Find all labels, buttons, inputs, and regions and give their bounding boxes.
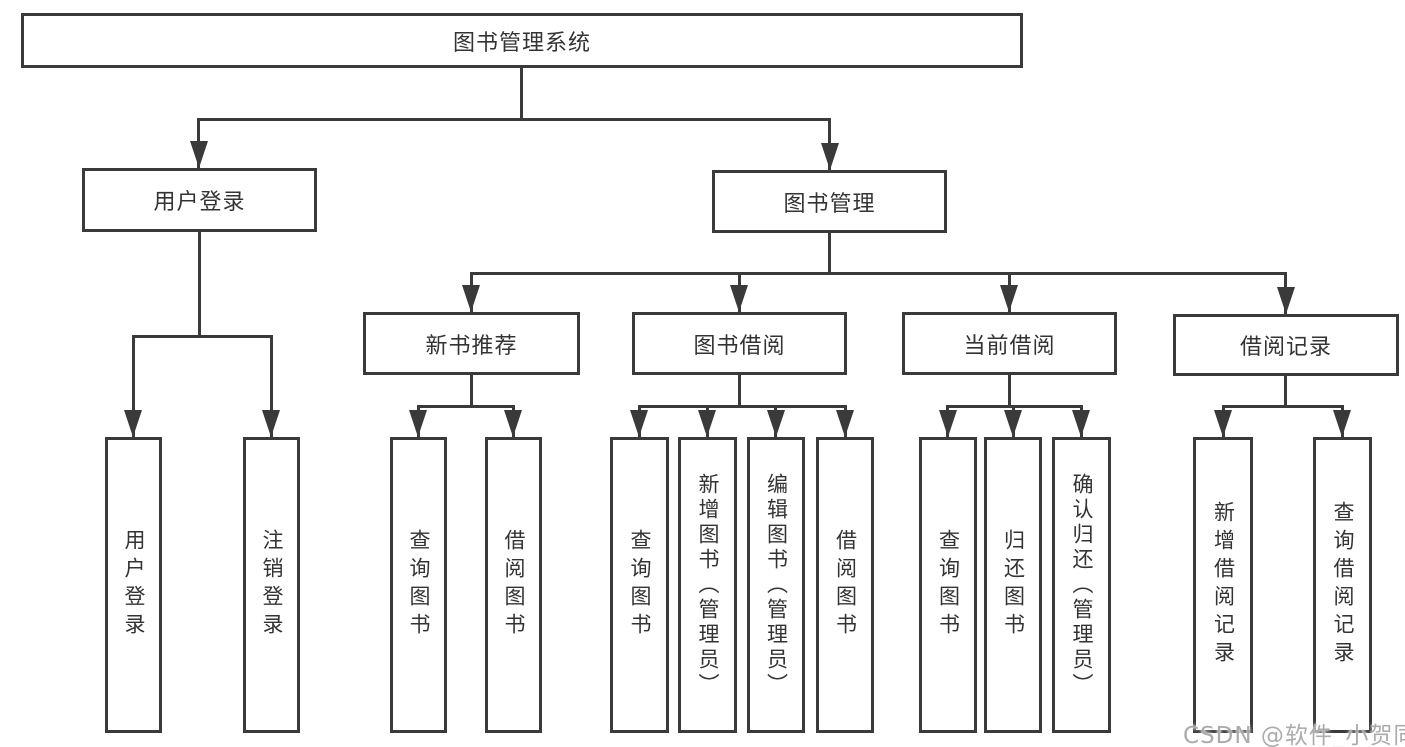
leaf-return-books: 归还图书 [984,437,1042,733]
leaf-add-books-admin-label: 新增图书（管理员） [696,472,720,698]
node-borrow-records-label: 借阅记录 [1239,335,1332,360]
arrowhead-new-book-recommend [462,285,480,312]
leaf-confirm-return-admin-label: 确认归还（管理员） [1070,472,1094,698]
connector-user-login-stub [198,232,201,335]
connector-user-login-bus [132,335,272,338]
arrowhead-leaf-borrow-query [630,410,648,437]
connector-records-stub [1284,376,1287,405]
node-borrow-records: 借阅记录 [1173,314,1399,376]
leaf-recommend-borrow-books-label: 借阅图书 [502,529,526,641]
leaf-query-borrow-record-label: 查询借阅记录 [1331,501,1355,669]
node-book-management-label: 图书管理 [783,191,876,217]
leaf-user-login-label: 用户登录 [122,529,146,641]
arrowhead-leaf-recommend-query [409,410,427,437]
leaf-recommend-query-books-label: 查询图书 [407,529,431,641]
connector-records-bus [1222,405,1344,408]
connector-book-management-stub [828,233,831,272]
arrowhead-leaf-borrow-borrow [836,410,854,437]
connector-recommend-stub [470,375,473,405]
node-user-login-label: 用户登录 [153,190,246,215]
connector-borrow-bus [638,405,845,408]
arrowhead-leaf-add-books [698,410,716,437]
arrowhead-leaf-add-record [1214,410,1232,437]
node-new-book-recommend: 新书推荐 [363,312,580,375]
arrowhead-current-borrow [1000,285,1018,312]
arrowhead-leaf-recommend-borrow [504,410,522,437]
arrowhead-leaf-current-query [939,410,957,437]
arrowhead-leaf-confirm-return [1072,410,1090,437]
csdn-watermark: CSDN @软件_小贺同学 [1183,723,1405,747]
connector-book-management-bus [470,272,1287,275]
leaf-logout-label: 注销登录 [260,529,284,641]
leaf-recommend-query-books: 查询图书 [390,437,447,733]
node-new-book-recommend-label: 新书推荐 [425,333,518,359]
leaf-user-login: 用户登录 [105,437,162,733]
leaf-query-borrow-record: 查询借阅记录 [1313,437,1372,733]
connector-root-bus [197,118,831,121]
node-current-borrow-label: 当前借阅 [963,333,1056,359]
arrowhead-leaf-user-login [124,410,142,437]
leaf-add-books-admin: 新增图书（管理员） [678,437,737,733]
leaf-borrow-borrow-books: 借阅图书 [816,437,874,733]
arrowhead-leaf-edit-books [767,410,785,437]
leaf-confirm-return-admin: 确认归还（管理员） [1052,437,1111,733]
leaf-add-borrow-record-label: 新增借阅记录 [1211,501,1236,669]
node-root-label: 图书管理系统 [452,30,591,56]
connector-to-leaf-logout [270,335,273,437]
connector-borrow-stub [738,375,741,405]
arrowhead-leaf-return-books [1004,410,1022,437]
connector-to-leaf-user-login [132,335,135,437]
arrowhead-book-management [821,143,839,170]
node-current-borrow: 当前借阅 [902,312,1117,375]
leaf-borrow-borrow-books-label: 借阅图书 [833,529,858,641]
arrowhead-book-borrow [730,285,748,312]
leaf-logout: 注销登录 [243,437,300,733]
arrowhead-borrow-records [1277,287,1295,314]
leaf-current-query-books-label: 查询图书 [936,529,961,641]
node-book-borrow: 图书借阅 [632,312,847,375]
arrowhead-leaf-query-record [1333,410,1351,437]
arrowhead-user-login [190,141,208,168]
leaf-add-borrow-record: 新增借阅记录 [1193,437,1253,733]
leaf-edit-books-admin: 编辑图书（管理员） [747,437,805,733]
leaf-recommend-borrow-books: 借阅图书 [485,437,542,733]
connector-root-stub [520,68,523,118]
leaf-borrow-query-books-label: 查询图书 [628,529,652,641]
connector-current-stub [1008,375,1011,405]
leaf-return-books-label: 归还图书 [1001,529,1026,641]
connector-recommend-bus [417,405,514,408]
node-root-system: 图书管理系统 [21,13,1023,68]
leaf-edit-books-admin-label: 编辑图书（管理员） [764,472,789,698]
node-user-login: 用户登录 [82,168,317,232]
node-book-management: 图书管理 [712,170,947,233]
node-book-borrow-label: 图书借阅 [693,333,786,359]
arrowhead-leaf-logout [262,410,280,437]
leaf-borrow-query-books: 查询图书 [610,437,669,733]
leaf-current-query-books: 查询图书 [919,437,977,733]
